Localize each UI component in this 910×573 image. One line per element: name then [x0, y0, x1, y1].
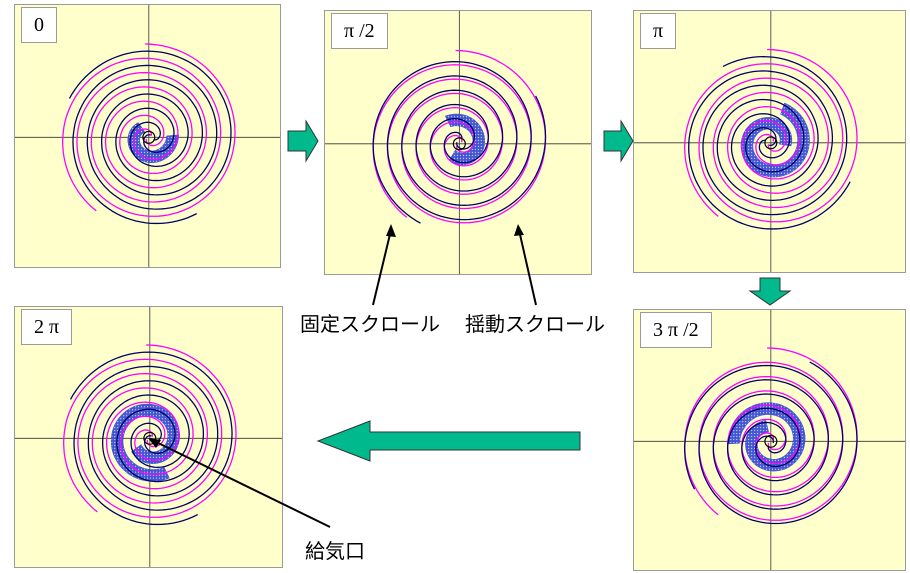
panel-phase-pi: π — [633, 10, 906, 273]
plot-axes — [634, 310, 905, 570]
plot-axes — [325, 11, 591, 274]
scroll-plot-0 — [15, 5, 280, 267]
step-arrow-left-long — [316, 420, 581, 462]
fixed-scroll-wall — [684, 63, 844, 217]
panel-phase-pi-2: π /2 — [324, 10, 592, 275]
orbiting-scroll-wall — [72, 64, 218, 225]
fixed-scroll-wall — [684, 361, 844, 516]
fixed-scroll-wall — [62, 57, 222, 212]
orbiting-scroll-wall — [68, 50, 232, 210]
panel-phase-2pi: 2 π — [14, 306, 283, 568]
suction-port-circle — [452, 137, 466, 151]
suction-port-circle — [143, 431, 157, 445]
orbiting-scroll-wall — [702, 56, 848, 216]
phase-label-2pi: 2 π — [21, 309, 73, 345]
compression-chamber — [127, 122, 179, 163]
fixed-scroll-wall — [372, 64, 532, 218]
phase-label-0: 0 — [21, 7, 57, 43]
fixed-scroll-wall — [76, 43, 236, 217]
fixed-scroll-wall — [63, 358, 223, 513]
phase-label-3pi-2: 3 π /2 — [640, 312, 712, 348]
fixed-scroll-wall — [698, 347, 858, 521]
suction-port-circle — [764, 136, 778, 150]
phase-label-pi: π — [640, 13, 677, 49]
compression-chamber — [740, 102, 810, 178]
orbiting-scroll-wall — [73, 365, 219, 526]
orbiting-scroll-label: 揺動スクロール — [465, 312, 605, 336]
orbiting-scroll-wall — [684, 364, 844, 510]
pointer-suction-port — [148, 438, 331, 528]
pointer-orbiting-scroll — [514, 224, 537, 306]
orbiting-scroll-wall — [386, 75, 547, 221]
orbiting-scroll-wall — [698, 361, 858, 525]
scroll-plot-3pi-2 — [634, 310, 905, 570]
orbiting-scroll-wall — [372, 60, 532, 224]
pointer-fixed-scroll — [372, 224, 396, 306]
fixed-scroll-label: 固定スクロール — [300, 312, 440, 336]
panel-phase-3pi-2: 3 π /2 — [633, 309, 906, 571]
scroll-plot-pi-2 — [325, 11, 591, 274]
scroll-plot-pi — [634, 11, 905, 272]
fixed-scroll-wall — [386, 49, 547, 224]
panel-phase-0: 0 — [14, 4, 281, 268]
suction-port-circle — [764, 434, 778, 448]
step-arrow-right-1 — [287, 119, 319, 163]
step-arrow-down — [748, 277, 792, 306]
suction-port-circle — [142, 130, 156, 144]
phase-label-pi-2: π /2 — [331, 13, 388, 49]
fixed-scroll-wall — [77, 344, 237, 518]
suction-port-label: 給気口 — [305, 539, 365, 563]
step-arrow-right-2 — [603, 119, 634, 163]
orbiting-scroll-wall — [69, 351, 233, 511]
orbiting-scroll-wall — [688, 70, 851, 230]
fixed-scroll-wall — [698, 48, 858, 223]
